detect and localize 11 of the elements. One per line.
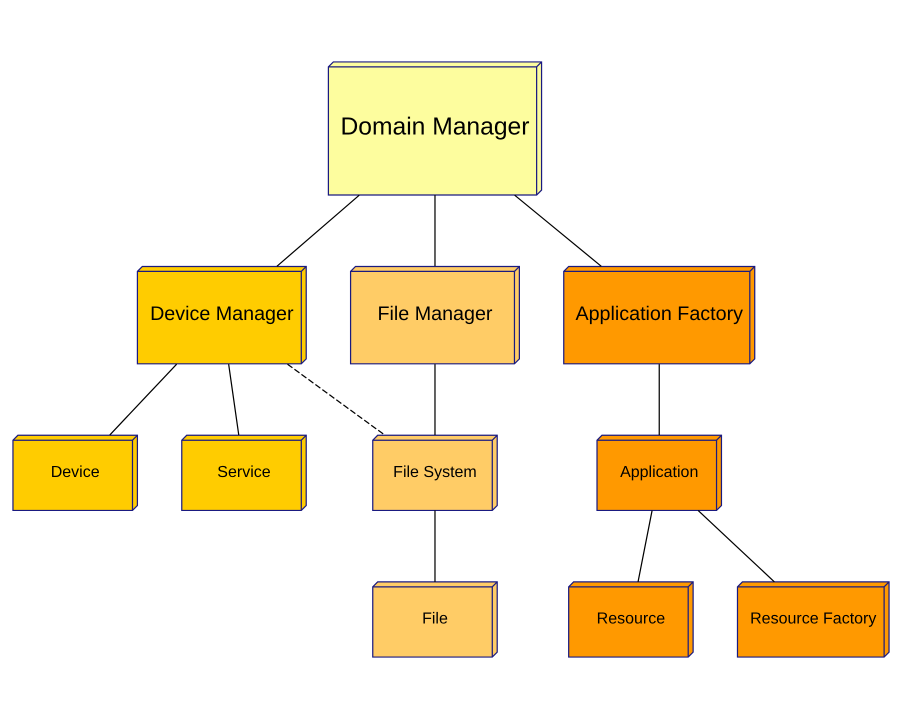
connector [287,364,386,436]
connector [228,364,240,436]
connector [434,510,436,582]
connector [434,195,436,266]
connector [514,194,602,267]
connector [434,364,436,436]
connector [276,194,360,267]
connector [109,364,178,436]
connector [698,510,775,582]
connector [637,510,653,582]
connector [658,364,660,436]
